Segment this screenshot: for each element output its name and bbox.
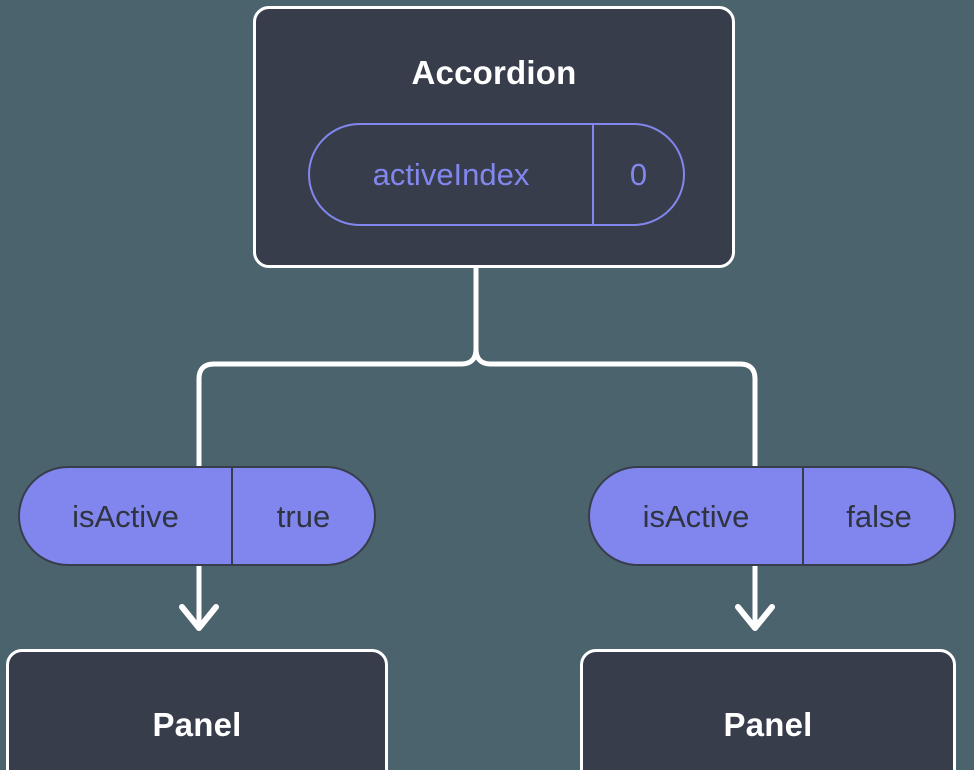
state-pill-active-index[interactable]: activeIndex 0 (308, 123, 685, 226)
node-accordion[interactable]: Accordion activeIndex 0 (253, 6, 735, 268)
state-pill-active-index-key: activeIndex (310, 125, 594, 224)
connector-trunk-left (196, 346, 479, 469)
prop-pill-is-active-true[interactable]: isActive true (18, 466, 376, 566)
prop-pill-left-key: isActive (20, 468, 233, 564)
prop-pill-left-value: true (276, 498, 331, 534)
prop-pill-is-active-false[interactable]: isActive false (588, 466, 956, 566)
node-panel-right-label: Panel (723, 705, 813, 743)
node-panel-right[interactable]: Panel (580, 649, 956, 770)
prop-pill-right-value: false (846, 498, 912, 534)
arrow-head-right-icon (735, 604, 775, 631)
node-panel-left[interactable]: Panel (6, 649, 388, 770)
prop-pill-right-key: isActive (590, 468, 804, 564)
arrow-head-left-icon (179, 604, 219, 631)
connector-trunk-split (473, 265, 758, 469)
node-accordion-label: Accordion (411, 54, 577, 91)
state-pill-active-index-value: 0 (629, 157, 648, 192)
node-panel-left-label: Panel (152, 705, 242, 743)
